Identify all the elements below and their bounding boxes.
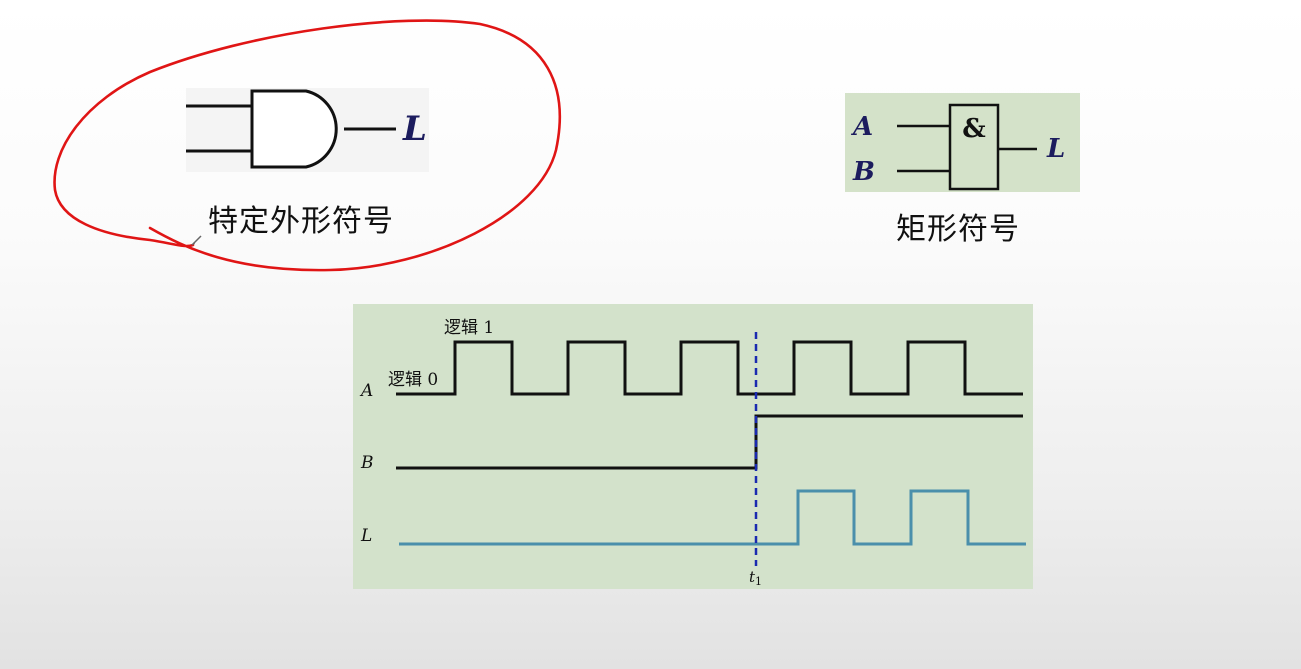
logic-low-label: 逻辑 0 <box>388 370 438 390</box>
t1-marker-label: t1 <box>749 568 762 588</box>
and-output-label: L <box>402 109 427 149</box>
timing-diagram: 逻辑 1 逻辑 0 A B L t1 <box>359 318 1026 588</box>
rect-gate-box <box>948 103 1000 191</box>
waveform-b <box>396 414 1023 470</box>
gate-shape-caption: 特定外形符号 <box>208 204 394 239</box>
rect-and-symbol: & <box>962 114 985 144</box>
signal-label-a: A <box>359 381 373 401</box>
red-annotation-stroke <box>53 19 561 272</box>
and-gate-diagram: L <box>186 89 427 169</box>
waveform-a <box>396 340 1023 396</box>
and-gate-body <box>250 89 338 169</box>
logic-high-label: 逻辑 1 <box>444 318 494 338</box>
waveform-l <box>399 489 1026 546</box>
signal-label-b: B <box>360 453 374 473</box>
rect-output-label: L <box>1046 134 1065 164</box>
rect-symbol-caption: 矩形符号 <box>896 212 1020 247</box>
rect-input-a-label: A <box>850 112 873 142</box>
timing-diagram-panel <box>353 304 1033 589</box>
signal-label-l: L <box>360 526 372 546</box>
rect-input-b-label: B <box>852 157 875 187</box>
pen-cursor-icon <box>191 235 202 246</box>
rect-gate-diagram: A B & L <box>850 103 1065 191</box>
